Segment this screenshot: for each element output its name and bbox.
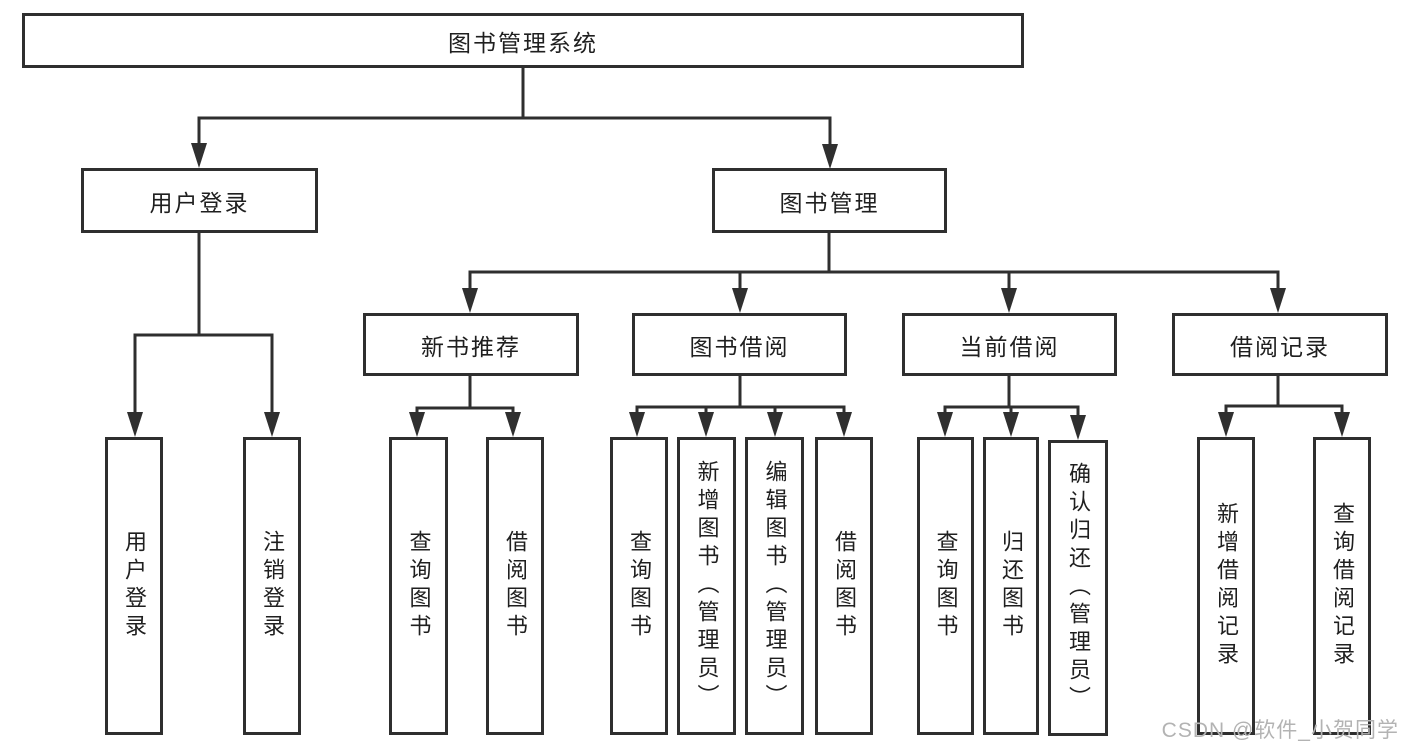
- node-label: 查询图书: [627, 530, 652, 642]
- node-current-borrow: 当前借阅: [902, 313, 1117, 376]
- node-label: 借阅记录: [1230, 333, 1330, 360]
- connector-book-borrow-to-leaves: [629, 374, 852, 437]
- leaf-edit-book-admin: 编辑图书（管理员）: [745, 437, 804, 735]
- node-label: 注销登录: [260, 530, 285, 642]
- node-label: 确认归还（管理员）: [1066, 462, 1091, 714]
- node-book-management: 图书管理: [712, 168, 947, 233]
- leaf-return-books: 归还图书: [983, 437, 1039, 735]
- node-label: 编辑图书（管理员）: [762, 460, 788, 712]
- leaf-query-borrow-record: 查询借阅记录: [1313, 437, 1371, 735]
- node-label: 新增借阅记录: [1214, 502, 1239, 670]
- node-label: 借阅图书: [832, 530, 857, 642]
- node-label: 查询图书: [933, 530, 959, 642]
- node-label: 新增图书（管理员）: [694, 460, 720, 712]
- connector-user-login-to-leaves: [127, 231, 280, 437]
- leaf-add-book-admin: 新增图书（管理员）: [677, 437, 736, 735]
- connector-borrow-records-to-leaves: [1218, 374, 1350, 437]
- csdn-watermark: CSDN @软件_小贺同学: [1161, 719, 1399, 742]
- leaf-query-books-borrow: 查询图书: [610, 437, 668, 735]
- leaf-confirm-return-admin: 确认归还（管理员）: [1048, 440, 1108, 736]
- connector-root-to-level2: [191, 66, 838, 169]
- node-user-login: 用户登录: [81, 168, 318, 233]
- node-label: 归还图书: [999, 530, 1024, 642]
- node-label: 图书管理系统: [448, 29, 598, 56]
- node-borrow-records: 借阅记录: [1172, 313, 1388, 376]
- node-book-borrow: 图书借阅: [632, 313, 847, 376]
- connector-book-management-to-level3: [462, 231, 1286, 313]
- node-label: 用户登录: [122, 530, 147, 642]
- leaf-add-borrow-record: 新增借阅记录: [1197, 437, 1255, 735]
- node-label: 图书管理: [779, 189, 880, 216]
- leaf-borrow-books-recommend: 借阅图书: [486, 437, 544, 735]
- node-label: 用户登录: [149, 189, 250, 216]
- leaf-user-login: 用户登录: [105, 437, 163, 735]
- node-label: 查询图书: [406, 530, 432, 642]
- node-label: 借阅图书: [503, 530, 528, 642]
- node-label: 新书推荐: [421, 333, 521, 360]
- leaf-query-books-recommend: 查询图书: [389, 437, 448, 735]
- node-library-management-system: 图书管理系统: [22, 13, 1024, 68]
- connector-new-book-to-leaves: [409, 374, 521, 437]
- node-label: 当前借阅: [959, 333, 1060, 360]
- leaf-borrow-books-borrow: 借阅图书: [815, 437, 873, 735]
- leaf-query-books-current: 查询图书: [917, 437, 974, 735]
- leaf-logout: 注销登录: [243, 437, 301, 735]
- node-label: 图书借阅: [689, 333, 790, 360]
- node-new-book-recommend: 新书推荐: [363, 313, 579, 376]
- node-label: 查询借阅记录: [1330, 502, 1355, 670]
- connector-current-borrow-to-leaves: [937, 374, 1086, 440]
